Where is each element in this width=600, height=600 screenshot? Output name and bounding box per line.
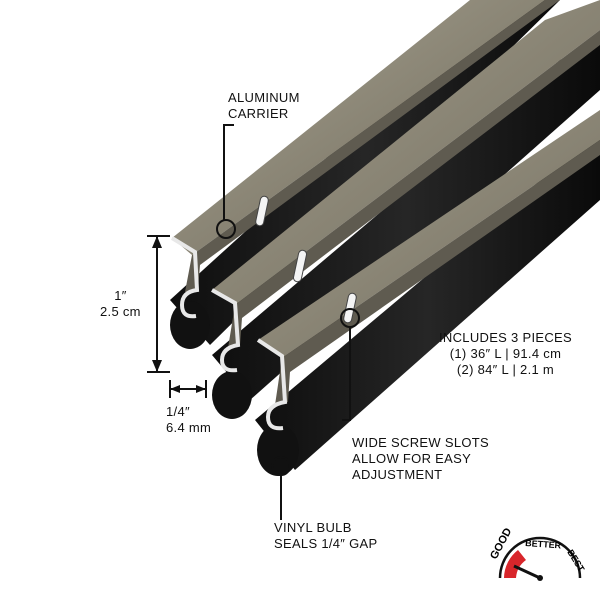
aluminum-carrier-face <box>258 110 600 358</box>
carrier-end-profile <box>211 288 241 373</box>
rating-good-label: GOOD <box>488 526 514 561</box>
gauge-pivot <box>537 575 543 581</box>
aluminum-carrier-edge <box>275 140 600 405</box>
height-arrow-top <box>152 236 162 248</box>
gauge-needle <box>513 564 541 580</box>
vinyl-bulb-end <box>257 424 299 476</box>
aluminum-carrier-edge <box>228 30 600 348</box>
height-label: 1″ 2.5 cm <box>100 288 141 319</box>
pieces-label: INCLUDES 3 PIECES (1) 36″ L | 91.4 cm (2… <box>439 330 572 377</box>
rating-gauge: GOOD BETTER BEST <box>488 526 587 581</box>
callout-lines <box>147 124 360 520</box>
rating-better-label: BETTER <box>525 538 562 551</box>
screw-slot <box>255 195 269 227</box>
vinyl-bulb-label: VINYL BULB SEALS 1/4″ GAP <box>274 520 378 551</box>
carrier-end-profile <box>256 338 288 431</box>
aluminum-carrier-label: ALUMINUM CARRIER <box>228 90 300 121</box>
rating-best-label: BEST <box>565 548 586 574</box>
callout-circle-carrier <box>216 219 236 239</box>
carrier-end-profile <box>170 236 200 319</box>
screw-slot <box>293 249 307 283</box>
width-arrow-right <box>196 385 206 393</box>
width-arrow-left <box>170 385 180 393</box>
callout-line-carrier <box>223 124 234 220</box>
height-arrow-bottom <box>152 360 162 372</box>
width-label: 1/4″ 6.4 mm <box>166 404 212 435</box>
callout-line-slots <box>342 327 351 421</box>
vinyl-bulb-end <box>212 371 252 419</box>
aluminum-carrier-face <box>212 0 600 305</box>
screw-slots-label: WIDE SCREW SLOTS ALLOW FOR EASY ADJUSTME… <box>352 435 489 482</box>
gauge-arc <box>498 536 582 579</box>
aluminum-carrier-face <box>172 0 545 255</box>
vinyl-bulb-end <box>170 301 210 349</box>
gauge-good-segment <box>504 550 526 578</box>
